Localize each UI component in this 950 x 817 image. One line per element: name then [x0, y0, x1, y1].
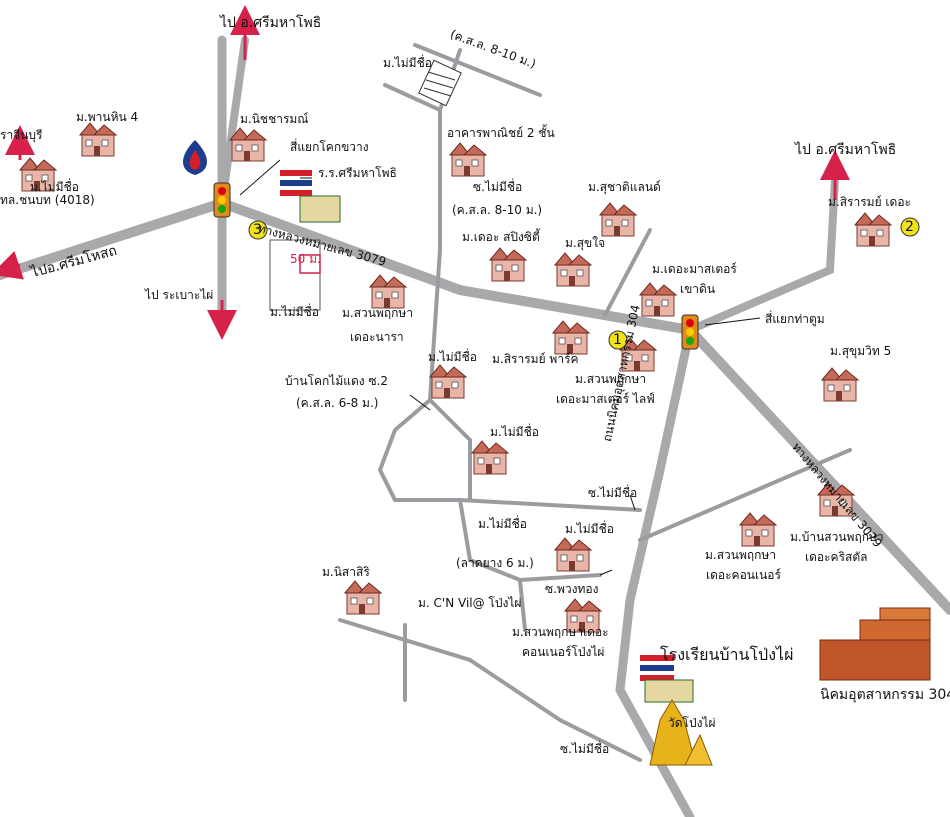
traffic-light-tha-toom — [681, 314, 699, 350]
label-badge-2: 2 — [905, 219, 914, 235]
house-icon — [489, 247, 527, 282]
house-icon — [554, 537, 592, 572]
label-nisasiri: ม.นิสาสิริ — [322, 565, 370, 579]
label-to-prachinburi: ราจีนบุรี — [0, 128, 43, 142]
label-master-life: เดอะมาสเตอร์ ไลฟ์ — [556, 392, 655, 406]
traffic-light-khok-khwang — [213, 182, 231, 218]
road-304 — [615, 325, 695, 817]
label-road-4018: ทล.ชนบท (4018) — [0, 193, 95, 207]
label-khok-khwang: สี่แยกโคกขวาง — [290, 140, 369, 154]
label-suan-prueksa-nara2: เดอะนารา — [350, 330, 404, 344]
label-supachai-land: ม.สุชาติแลนด์ — [588, 180, 661, 194]
house-icon — [229, 127, 267, 162]
badge-3 — [248, 220, 268, 240]
label-sirarom-park: ม.สิรารมย์ พาร์ค — [492, 352, 579, 366]
label-soi-no-name: ซ.ไม่มีชื่อ — [473, 180, 523, 194]
secondary-roads — [338, 43, 852, 762]
plot — [269, 239, 321, 311]
label-no-name-low1: ม.ไม่มีชื่อ — [478, 517, 527, 531]
label-suan-prueksa-corner-pong: ม.สวนพฤกษาเดอะ — [512, 625, 609, 639]
label-no-name-center: ม.ไม่มีชื่อ — [490, 425, 539, 439]
label-no-name-left: ม.ไม่มีชื่อ — [30, 180, 79, 194]
highway-3079 — [0, 197, 950, 615]
main-roads — [0, 35, 950, 817]
label-industrial-304: นิคมอุตสาหกรรม 304 — [820, 687, 950, 703]
label-to-srimahaphot-top: ไป อ.ศรีมหาโพธิ — [220, 15, 322, 31]
label-to-rabaonok: ไป ระเบาะไผ่ — [145, 288, 214, 302]
flag-icon — [280, 170, 341, 223]
label-sukhumvit-5: ม.สุขุมวิท 5 — [830, 344, 892, 358]
label-wat-pong-phai: วัดโป่งไผ่ — [668, 716, 716, 730]
house-icon — [552, 320, 590, 355]
label-the-corner: เดอะคอนเนอร์ — [706, 568, 781, 582]
label-school-srimahaphot: ร.ร.ศรีมหาโพธิ — [318, 166, 397, 180]
label-spring-city: ม.เดอะ สปิงซิตี้ — [462, 230, 540, 244]
label-cn-vill: ม. C'N Vil@ โป่งไผ่ — [418, 596, 522, 610]
label-suan-prueksa-nara: ม.สวนพฤกษา — [342, 306, 414, 320]
label-no-name-top: ม.ไม่มีชื่อ — [383, 56, 432, 70]
house-icon — [344, 580, 382, 615]
house-icon — [599, 202, 637, 237]
label-khao-din: เขาดิน — [680, 282, 716, 296]
gas-station-icon — [182, 140, 208, 175]
label-nitcharom: ม.นิชชารมณ์ — [240, 112, 309, 126]
label-suan-prueksa-master: ม.สวนพฤกษา — [575, 372, 647, 386]
house-icon — [429, 364, 467, 399]
label-ban-suan-prueksa: ม.บ้านสวนพฤกษา — [790, 530, 884, 544]
crosswalk — [418, 59, 462, 107]
label-soi-no-name-bottom: ซ.ไม่มีชื่อ — [560, 742, 610, 756]
label-pankin: ม.พานหิน 4 — [76, 110, 139, 124]
house-icon — [821, 367, 859, 402]
house-icon — [369, 274, 407, 309]
label-road-6-8: (ค.ส.ล. 6-8 ม.) — [296, 396, 379, 410]
flag-icon — [640, 655, 694, 703]
badge-1 — [608, 330, 628, 350]
temple-icon — [649, 699, 713, 766]
label-badge-3: 3 — [253, 222, 262, 238]
label-no-name-plot: ม.ไม่มีชื่อ — [270, 305, 319, 319]
direction-arrows — [0, 5, 850, 340]
label-badge-1: 1 — [613, 332, 622, 348]
house-icon — [79, 122, 117, 157]
house-icon — [449, 142, 487, 177]
house-icon — [739, 512, 777, 547]
badge-2 — [900, 217, 920, 237]
house-icon — [554, 252, 592, 287]
label-school-ban-pong-phai: โรงเรียนบ้านโป่งไผ่ — [660, 645, 794, 664]
factory-icon — [819, 607, 931, 681]
label-asphalt-6: (ลาดยาง 6 ม.) — [456, 556, 534, 570]
label-to-srimahaphot-right: ไป อ.ศรีมหาโพธิ — [795, 142, 897, 158]
leader-lines — [239, 159, 761, 576]
label-soi-phuang-thong: ซ.พวงทอง — [545, 582, 599, 596]
label-50m: 50 ม. — [290, 252, 321, 266]
label-sirarom-right: ม.สิรารมย์ เดอะ — [828, 195, 911, 209]
label-soi-no-name-2: ซ.ไม่มีชื่อ — [588, 486, 638, 500]
house-icon — [471, 440, 509, 475]
label-suk-jai: ม.สุขใจ — [565, 236, 606, 250]
house-icon — [639, 282, 677, 317]
label-ban-khok-mai-daeng: บ้านโคกไม้แดง ซ.2 — [285, 374, 389, 388]
label-the-master: ม.เดอะมาสเตอร์ — [652, 262, 737, 276]
label-suan-prueksa-corner: ม.สวนพฤกษา — [705, 548, 777, 562]
label-the-crystal: เดอะคริสตัล — [805, 550, 868, 564]
label-tha-toom: สี่แยกท่าตูม — [765, 312, 825, 326]
label-commercial-2: อาคารพาณิชย์ 2 ชั้น — [447, 126, 555, 140]
label-no-name-mid: ม.ไม่มีชื่อ — [428, 350, 477, 364]
label-no-name-low2: ม.ไม่มีชื่อ — [565, 522, 614, 536]
label-corner-pong-phai: คอนเนอร์โป่งไผ่ — [522, 645, 605, 659]
house-icon — [854, 212, 892, 247]
label-road-8-10-mid: (ค.ส.ล. 8-10 ม.) — [452, 203, 543, 217]
